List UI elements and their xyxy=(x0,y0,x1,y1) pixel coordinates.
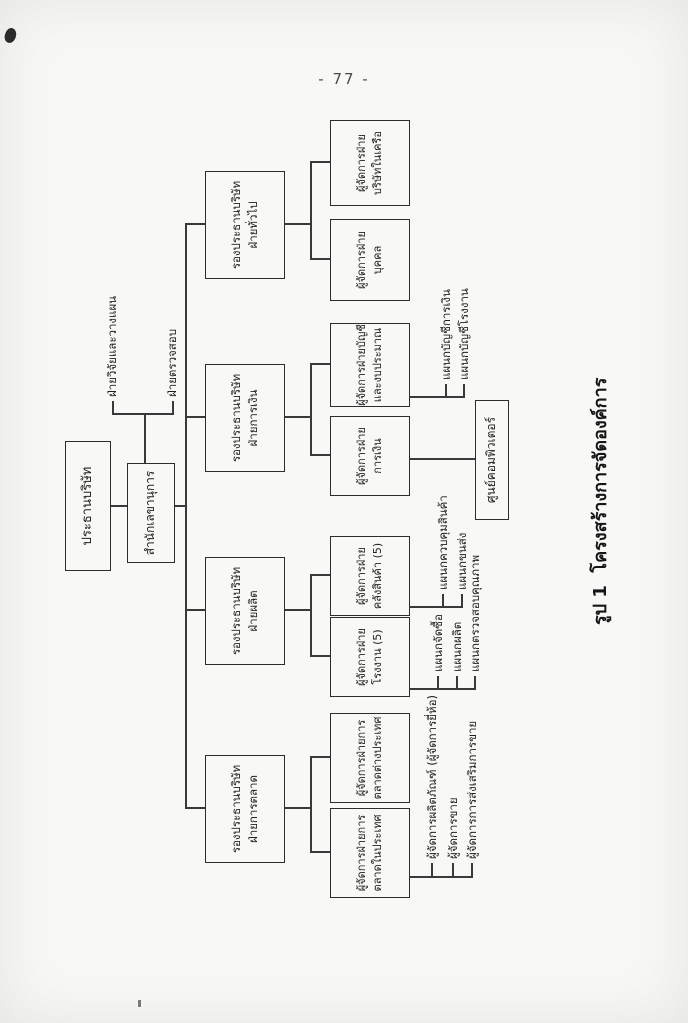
staff-label-research-planning: ฝ่ายวิจัยและวางแผน xyxy=(105,295,119,397)
connector-line xyxy=(410,606,462,608)
node-label: ตลาดในประเทศ xyxy=(371,814,384,892)
connector-line xyxy=(185,223,205,225)
node-deputy-finance: รองประธานบริษัท ฝ่ายการเงิน xyxy=(205,364,285,472)
node-label: ฝ่ายทั่วไป xyxy=(246,201,260,249)
node-label: รองประธานบริษัท xyxy=(229,373,244,463)
connector-line xyxy=(410,396,464,398)
node-deputy-marketing: รองประธานบริษัท ฝ่ายการตลาด xyxy=(205,755,285,863)
connector-line xyxy=(474,676,476,690)
node-computer-center: ศูนย์คอมพิวเตอร์ xyxy=(475,400,509,520)
node-secretariat: สำนักเลขานุการ xyxy=(127,463,175,563)
scan-speck xyxy=(138,1000,141,1007)
node-label: รองประธานบริษัท xyxy=(229,566,244,656)
connector-line xyxy=(471,863,473,878)
node-mgr-affiliates: ผู้จัดการฝ่าย บริษัทในเครือ xyxy=(330,120,410,206)
node-mgr-warehouse: ผู้จัดการฝ่าย คลังสินค้า (5) xyxy=(330,536,410,616)
connector-line xyxy=(185,609,205,611)
node-label: ผู้จัดการฝ่ายการ xyxy=(355,814,369,892)
connector-line xyxy=(144,415,146,463)
connector-line xyxy=(445,384,447,398)
connector-line xyxy=(463,384,465,398)
node-label: ผู้จัดการฝ่าย xyxy=(355,231,369,289)
leaf-financial-accounting-section: แผนกบัญชีการเงิน xyxy=(439,289,453,380)
node-label: สำนักเลขานุการ xyxy=(143,470,158,556)
node-mgr-accounting-budget: ผู้จัดการฝ่ายบัญชี และงบประมาณ xyxy=(330,323,410,407)
connector-line xyxy=(452,863,454,878)
connector-line xyxy=(285,416,310,418)
connector-line xyxy=(112,401,114,415)
node-label: ฝ่ายการเงิน xyxy=(246,389,260,447)
connector-line xyxy=(310,161,330,163)
page-number: - 77 - xyxy=(318,70,370,88)
node-label: ผู้จัดการฝ่าย xyxy=(355,134,369,192)
node-deputy-general: รองประธานบริษัท ฝ่ายทั่วไป xyxy=(205,171,285,279)
connector-line xyxy=(410,688,475,690)
connector-line xyxy=(410,876,472,878)
node-deputy-production: รองประธานบริษัท ฝ่ายผลิต xyxy=(205,557,285,665)
node-mgr-domestic-marketing: ผู้จัดการฝ่ายการ ตลาดในประเทศ xyxy=(330,808,410,898)
node-label: ตลาดต่างประเทศ xyxy=(371,716,384,800)
leaf-transport-section: แผนกขนส่ง xyxy=(455,532,469,590)
node-mgr-personnel: ผู้จัดการฝ่าย บุคคล xyxy=(330,219,410,301)
node-label: ฝ่ายการตลาด xyxy=(246,775,260,843)
connector-line xyxy=(185,225,187,809)
connector-line xyxy=(310,756,330,758)
node-mgr-international-marketing: ผู้จัดการฝ่ายการ ตลาดต่างประเทศ xyxy=(330,713,410,803)
connector-line xyxy=(310,258,330,260)
node-label: รองประธานบริษัท xyxy=(229,180,244,270)
leaf-purchasing-section: แผนกจัดซื้อ xyxy=(431,614,445,672)
leaf-factory-accounting-section: แผนกบัญชีโรงงาน xyxy=(457,288,471,380)
node-president: ประธานบริษัท xyxy=(65,441,111,571)
connector-line xyxy=(310,851,330,853)
node-label: ผู้จัดการฝ่ายการ xyxy=(355,719,369,797)
leaf-sales-manager: ผู้จัดการขาย xyxy=(446,797,460,859)
node-label: ผู้จัดการฝ่ายบัญชี xyxy=(355,324,369,406)
connector-line xyxy=(285,223,310,225)
connector-line xyxy=(310,454,330,456)
node-label: บริษัทในเครือ xyxy=(371,131,384,195)
node-mgr-factory: ผู้จัดการฝ่าย โรงงาน (5) xyxy=(330,617,410,697)
connector-line xyxy=(285,807,310,809)
connector-line xyxy=(310,363,330,365)
leaf-product-manager: ผู้จัดการผลิตภัณฑ์ (ผู้จัดการยี่ห้อ) xyxy=(425,695,439,859)
leaf-sales-promotion-manager: ผู้จัดการการส่งเสริมการขาย xyxy=(465,720,479,859)
node-label: ผู้จัดการฝ่าย xyxy=(355,427,369,485)
leaf-goods-control-section: แผนกควบคุมสินค้า xyxy=(436,495,450,590)
node-mgr-finance: ผู้จัดการฝ่าย การเงิน xyxy=(330,416,410,496)
node-label: การเงิน xyxy=(371,438,384,474)
connector-line xyxy=(310,162,312,260)
node-label: ศูนย์คอมพิวเตอร์ xyxy=(484,416,499,504)
connector-line xyxy=(437,676,439,690)
connector-line xyxy=(112,413,173,415)
node-label: ผู้จัดการฝ่าย xyxy=(355,628,369,686)
connector-line xyxy=(172,401,174,415)
node-label: คลังสินค้า (5) xyxy=(371,542,384,610)
node-label: ฝ่ายผลิต xyxy=(246,590,260,632)
node-label: รองประธานบริษัท xyxy=(229,764,244,854)
node-label: ผู้จัดการฝ่าย xyxy=(355,547,369,605)
connector-line xyxy=(310,655,330,657)
connector-line xyxy=(310,575,312,657)
connector-line xyxy=(310,364,312,456)
connector-line xyxy=(442,594,444,608)
connector-line xyxy=(185,416,205,418)
node-label: โรงงาน (5) xyxy=(371,629,384,685)
connector-line xyxy=(185,807,205,809)
connector-line xyxy=(285,609,310,611)
connector-line xyxy=(461,594,463,608)
node-label: และงบประมาณ xyxy=(371,327,384,403)
staff-label-audit: ฝ่ายตรวจสอบ xyxy=(165,328,179,397)
connector-line xyxy=(431,863,433,878)
connector-line xyxy=(310,574,330,576)
node-label: ประธานบริษัท xyxy=(79,466,95,546)
connector-line xyxy=(456,676,458,690)
connector-line xyxy=(310,757,312,853)
node-label: บุคคล xyxy=(371,245,384,275)
figure-caption: รูป 1 โครงสร้างการจัดองค์การ xyxy=(590,377,611,625)
leaf-production-section: แผนกผลิต xyxy=(450,621,464,672)
connector-line xyxy=(410,458,475,460)
